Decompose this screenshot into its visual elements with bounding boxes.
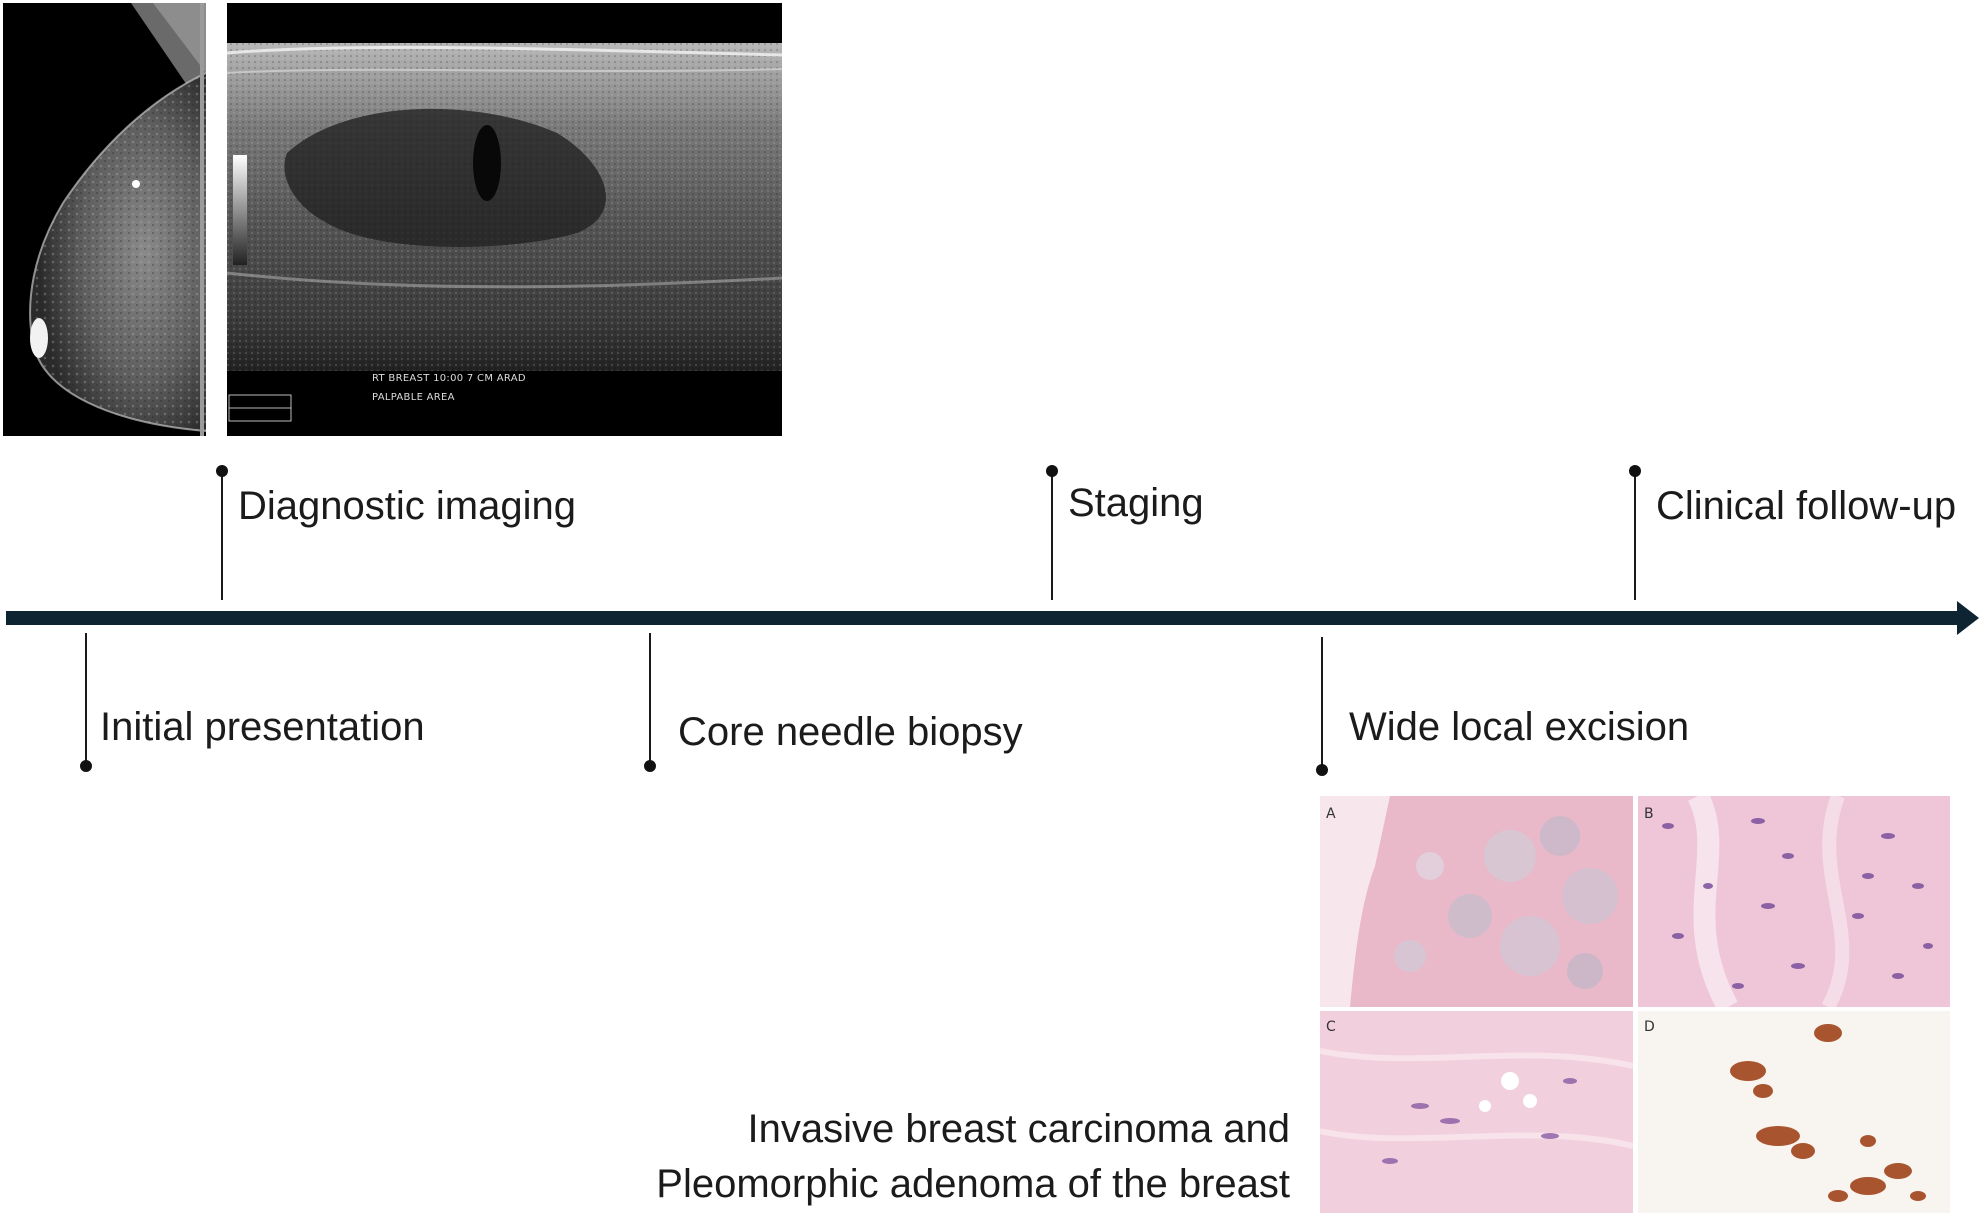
histology-panel-c-letter: C <box>1326 1019 1336 1035</box>
histology-panel-d: D <box>1638 1011 1950 1213</box>
histology-panel-a: A <box>1320 796 1633 1007</box>
event-label-staging: Staging <box>1068 481 1204 525</box>
mammogram-image <box>3 3 206 436</box>
histology-panel-a-letter: A <box>1326 806 1336 822</box>
histology-panel-b: B <box>1638 796 1950 1007</box>
initial-presentation-stem <box>85 633 87 767</box>
event-label-clinical-follow-up: Clinical follow-up <box>1656 484 1957 528</box>
event-label-diagnostic-imaging: Diagnostic imaging <box>238 484 576 528</box>
diagnostic-imaging-pin <box>216 465 228 477</box>
histology-panel-c: C <box>1320 1011 1633 1213</box>
mammogram-edge <box>200 3 204 436</box>
wide-local-excision-pin <box>1316 764 1328 776</box>
timeline-arrowhead <box>1957 601 1979 635</box>
clinical-follow-up-pin <box>1629 465 1641 477</box>
initial-presentation-pin <box>80 760 92 772</box>
histology-panel-b-letter: B <box>1644 806 1654 822</box>
staging-stem <box>1051 470 1053 600</box>
clinical-follow-up-stem <box>1634 470 1636 600</box>
diagnosis-line-1: Invasive breast carcinoma and <box>747 1107 1291 1151</box>
diagnostic-imaging-stem <box>221 470 223 600</box>
timeline-axis <box>6 611 1966 625</box>
event-label-initial-presentation: Initial presentation <box>100 705 425 749</box>
ultrasound-caption-line2: PALPABLE AREA <box>372 392 455 403</box>
diagnosis-text: Invasive breast carcinoma and Pleomorphi… <box>560 1102 1290 1212</box>
event-label-wide-local-excision: Wide local excision <box>1349 705 1690 749</box>
diagnosis-line-2: Pleomorphic adenoma of the breast <box>656 1162 1290 1206</box>
staging-pin <box>1046 465 1058 477</box>
ultrasound-image: RT BREAST 10:00 7 CM ARAD PALPABLE AREA <box>227 3 782 436</box>
event-label-core-needle-biopsy: Core needle biopsy <box>678 710 1023 754</box>
ultrasound-caption-line1: RT BREAST 10:00 7 CM ARAD <box>372 373 526 384</box>
histology-panel-d-letter: D <box>1644 1019 1655 1035</box>
wide-local-excision-stem <box>1321 637 1323 771</box>
core-needle-biopsy-stem <box>649 633 651 767</box>
core-needle-biopsy-pin <box>644 760 656 772</box>
